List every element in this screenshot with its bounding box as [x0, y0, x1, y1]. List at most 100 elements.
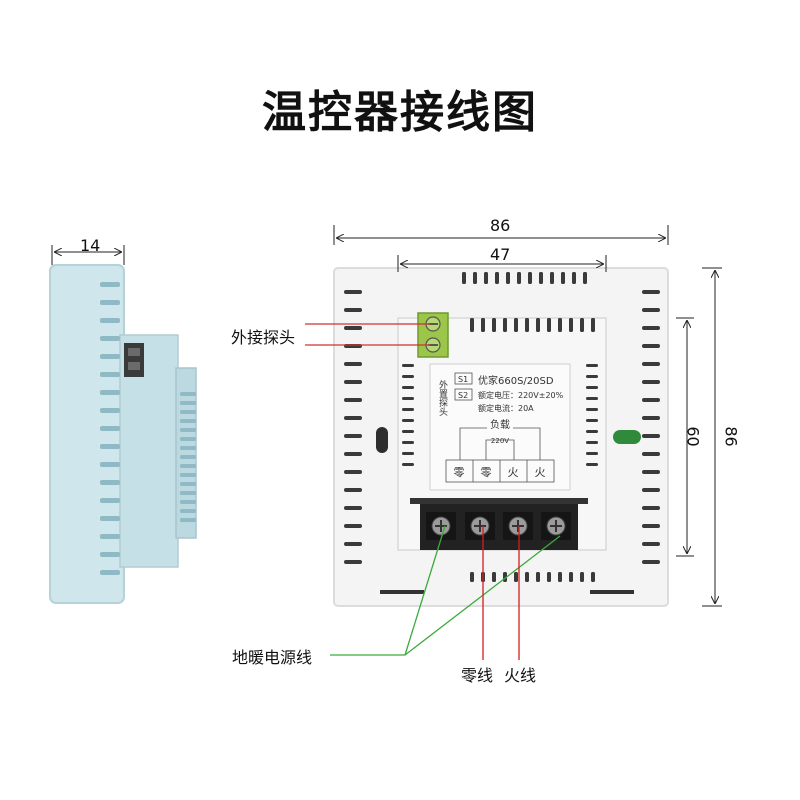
inner-vent-left: [402, 430, 414, 433]
back-vent-left: [344, 452, 362, 456]
side-vent-fin: [180, 392, 196, 396]
inner-top-vent: [547, 318, 551, 332]
inner-vent-right: [586, 441, 598, 444]
inner-vent-right: [586, 430, 598, 433]
top-vent: [572, 272, 576, 284]
top-vent: [550, 272, 554, 284]
back-vent-left: [344, 326, 362, 330]
inner-top-vent: [536, 318, 540, 332]
live-label: 火线: [504, 666, 537, 685]
sticker-load: 负载: [490, 418, 510, 431]
sticker-voltage: 额定电压：220V±20%: [478, 390, 564, 400]
back-vent-left: [344, 434, 362, 438]
inner-top-vent: [470, 318, 474, 332]
terminal-screw-1: [426, 512, 456, 540]
side-vent-fin: [180, 455, 196, 459]
neutral-live-pointer-lines: [482, 526, 520, 660]
side-vent-slot: [100, 552, 120, 557]
probe-connector: [417, 312, 449, 358]
bottom-vent: [547, 572, 551, 582]
side-vent-fin: [180, 518, 196, 522]
side-vent-fin: [180, 491, 196, 495]
back-vent-right: [642, 398, 660, 402]
top-vent: [517, 272, 521, 284]
sticker-contents: 外置探头 S1 S2 优家660S/20SD 额定电压：220V±20% 额定电…: [437, 372, 564, 483]
side-vent-slot: [100, 372, 120, 377]
top-vent: [528, 272, 532, 284]
back-vent-left: [344, 308, 362, 312]
side-vent-fin: [180, 437, 196, 441]
side-vent-slot: [100, 462, 120, 467]
back-vent-left: [344, 380, 362, 384]
inner-vent-right: [586, 375, 598, 378]
back-vent-left: [344, 488, 362, 492]
back-vent-left: [344, 560, 362, 564]
side-vent-fin: [180, 473, 196, 477]
inner-top-vent: [525, 318, 529, 332]
inner-height-label: 60: [683, 426, 703, 447]
inner-vent-left: [402, 419, 414, 422]
sticker-s2: S2: [458, 391, 468, 400]
top-vent: [495, 272, 499, 284]
side-view: [49, 264, 197, 604]
inner-vent-left: [402, 386, 414, 389]
top-vent: [583, 272, 587, 284]
bottom-vent: [591, 572, 595, 582]
back-vent-left: [344, 506, 362, 510]
back-vent-left: [344, 398, 362, 402]
side-vent-fin: [180, 446, 196, 450]
inner-top-vent: [492, 318, 496, 332]
side-vent-slot: [100, 480, 120, 485]
height-dimensions: [676, 267, 722, 607]
back-vent-right: [642, 560, 660, 564]
mount-hole-left: [376, 427, 388, 453]
inner-top-vent: [569, 318, 573, 332]
bottom-vent: [525, 572, 529, 582]
floor-power-label: 地暖电源线: [232, 648, 313, 667]
overall-width-label: 86: [490, 216, 511, 235]
back-vent-right: [642, 470, 660, 474]
inner-vent-left: [402, 441, 414, 444]
back-view: [333, 267, 669, 607]
back-vent-right: [642, 326, 660, 330]
inner-top-vent: [580, 318, 584, 332]
back-vent-left: [344, 416, 362, 420]
side-vent-slot: [100, 318, 120, 323]
sticker-probe-label: 外置探头: [437, 379, 448, 417]
power-pointer-lines: [330, 525, 561, 656]
inner-vent-right: [586, 452, 598, 455]
top-vent: [473, 272, 477, 284]
inner-vent-left: [402, 397, 414, 400]
sticker-terminal-1: 零: [454, 466, 465, 479]
bottom-vent: [536, 572, 540, 582]
inner-vent-right: [586, 397, 598, 400]
inner-vent-left: [402, 408, 414, 411]
sticker-terminal-4: 火: [535, 466, 546, 479]
bottom-vent: [580, 572, 584, 582]
side-vent-slot: [100, 300, 120, 305]
sticker-terminal-2: 零: [481, 466, 492, 479]
top-vent: [484, 272, 488, 284]
back-vent-right: [642, 308, 660, 312]
probe-pointer-lines: [305, 323, 430, 346]
overall-height-label: 86: [721, 426, 741, 447]
mount-hole-right: [613, 430, 641, 444]
inner-vent-right: [586, 386, 598, 389]
back-vent-right: [642, 290, 660, 294]
back-vent-right: [642, 542, 660, 546]
back-vent-right: [642, 524, 660, 528]
side-vent-slot: [100, 534, 120, 539]
side-vent-slot: [100, 336, 120, 341]
back-vent-right: [642, 380, 660, 384]
inner-vent-left: [402, 375, 414, 378]
sticker-current: 额定电流：20A: [478, 403, 534, 413]
back-vent-right: [642, 344, 660, 348]
back-vent-right: [642, 434, 660, 438]
bottom-vent: [514, 572, 518, 582]
bottom-vent: [492, 572, 496, 582]
side-vent-slot: [100, 354, 120, 359]
neutral-label: 零线: [461, 666, 494, 685]
top-vent: [561, 272, 565, 284]
